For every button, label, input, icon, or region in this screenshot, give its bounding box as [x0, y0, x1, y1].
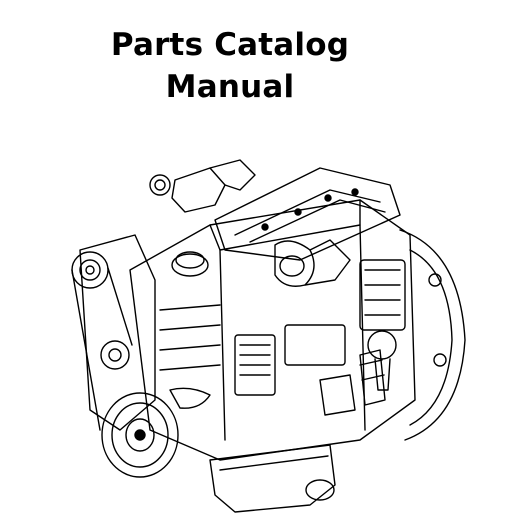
oil-pan	[209, 444, 336, 513]
turbo-intake-elbow	[274, 240, 315, 287]
thermostat-housing	[171, 167, 226, 213]
oil-filter	[359, 349, 386, 406]
engine-block-outline	[129, 199, 416, 461]
fuel-pump	[359, 259, 406, 331]
oil-filler-cap	[171, 253, 209, 277]
engine-illustration	[60, 140, 475, 520]
valve-cover	[214, 167, 401, 261]
flywheel-housing	[399, 229, 466, 441]
crankshaft-damper	[101, 392, 179, 478]
cover-title-line-2: Manual	[165, 69, 295, 105]
drive-belt	[71, 267, 133, 431]
cover-title-line-1: Parts Catalog	[110, 27, 350, 63]
timing-cover	[79, 234, 156, 431]
idler-pulley	[100, 340, 130, 370]
engine-line-drawing	[71, 159, 466, 513]
alternator-pulley	[71, 251, 109, 289]
ecu-module	[234, 334, 276, 396]
